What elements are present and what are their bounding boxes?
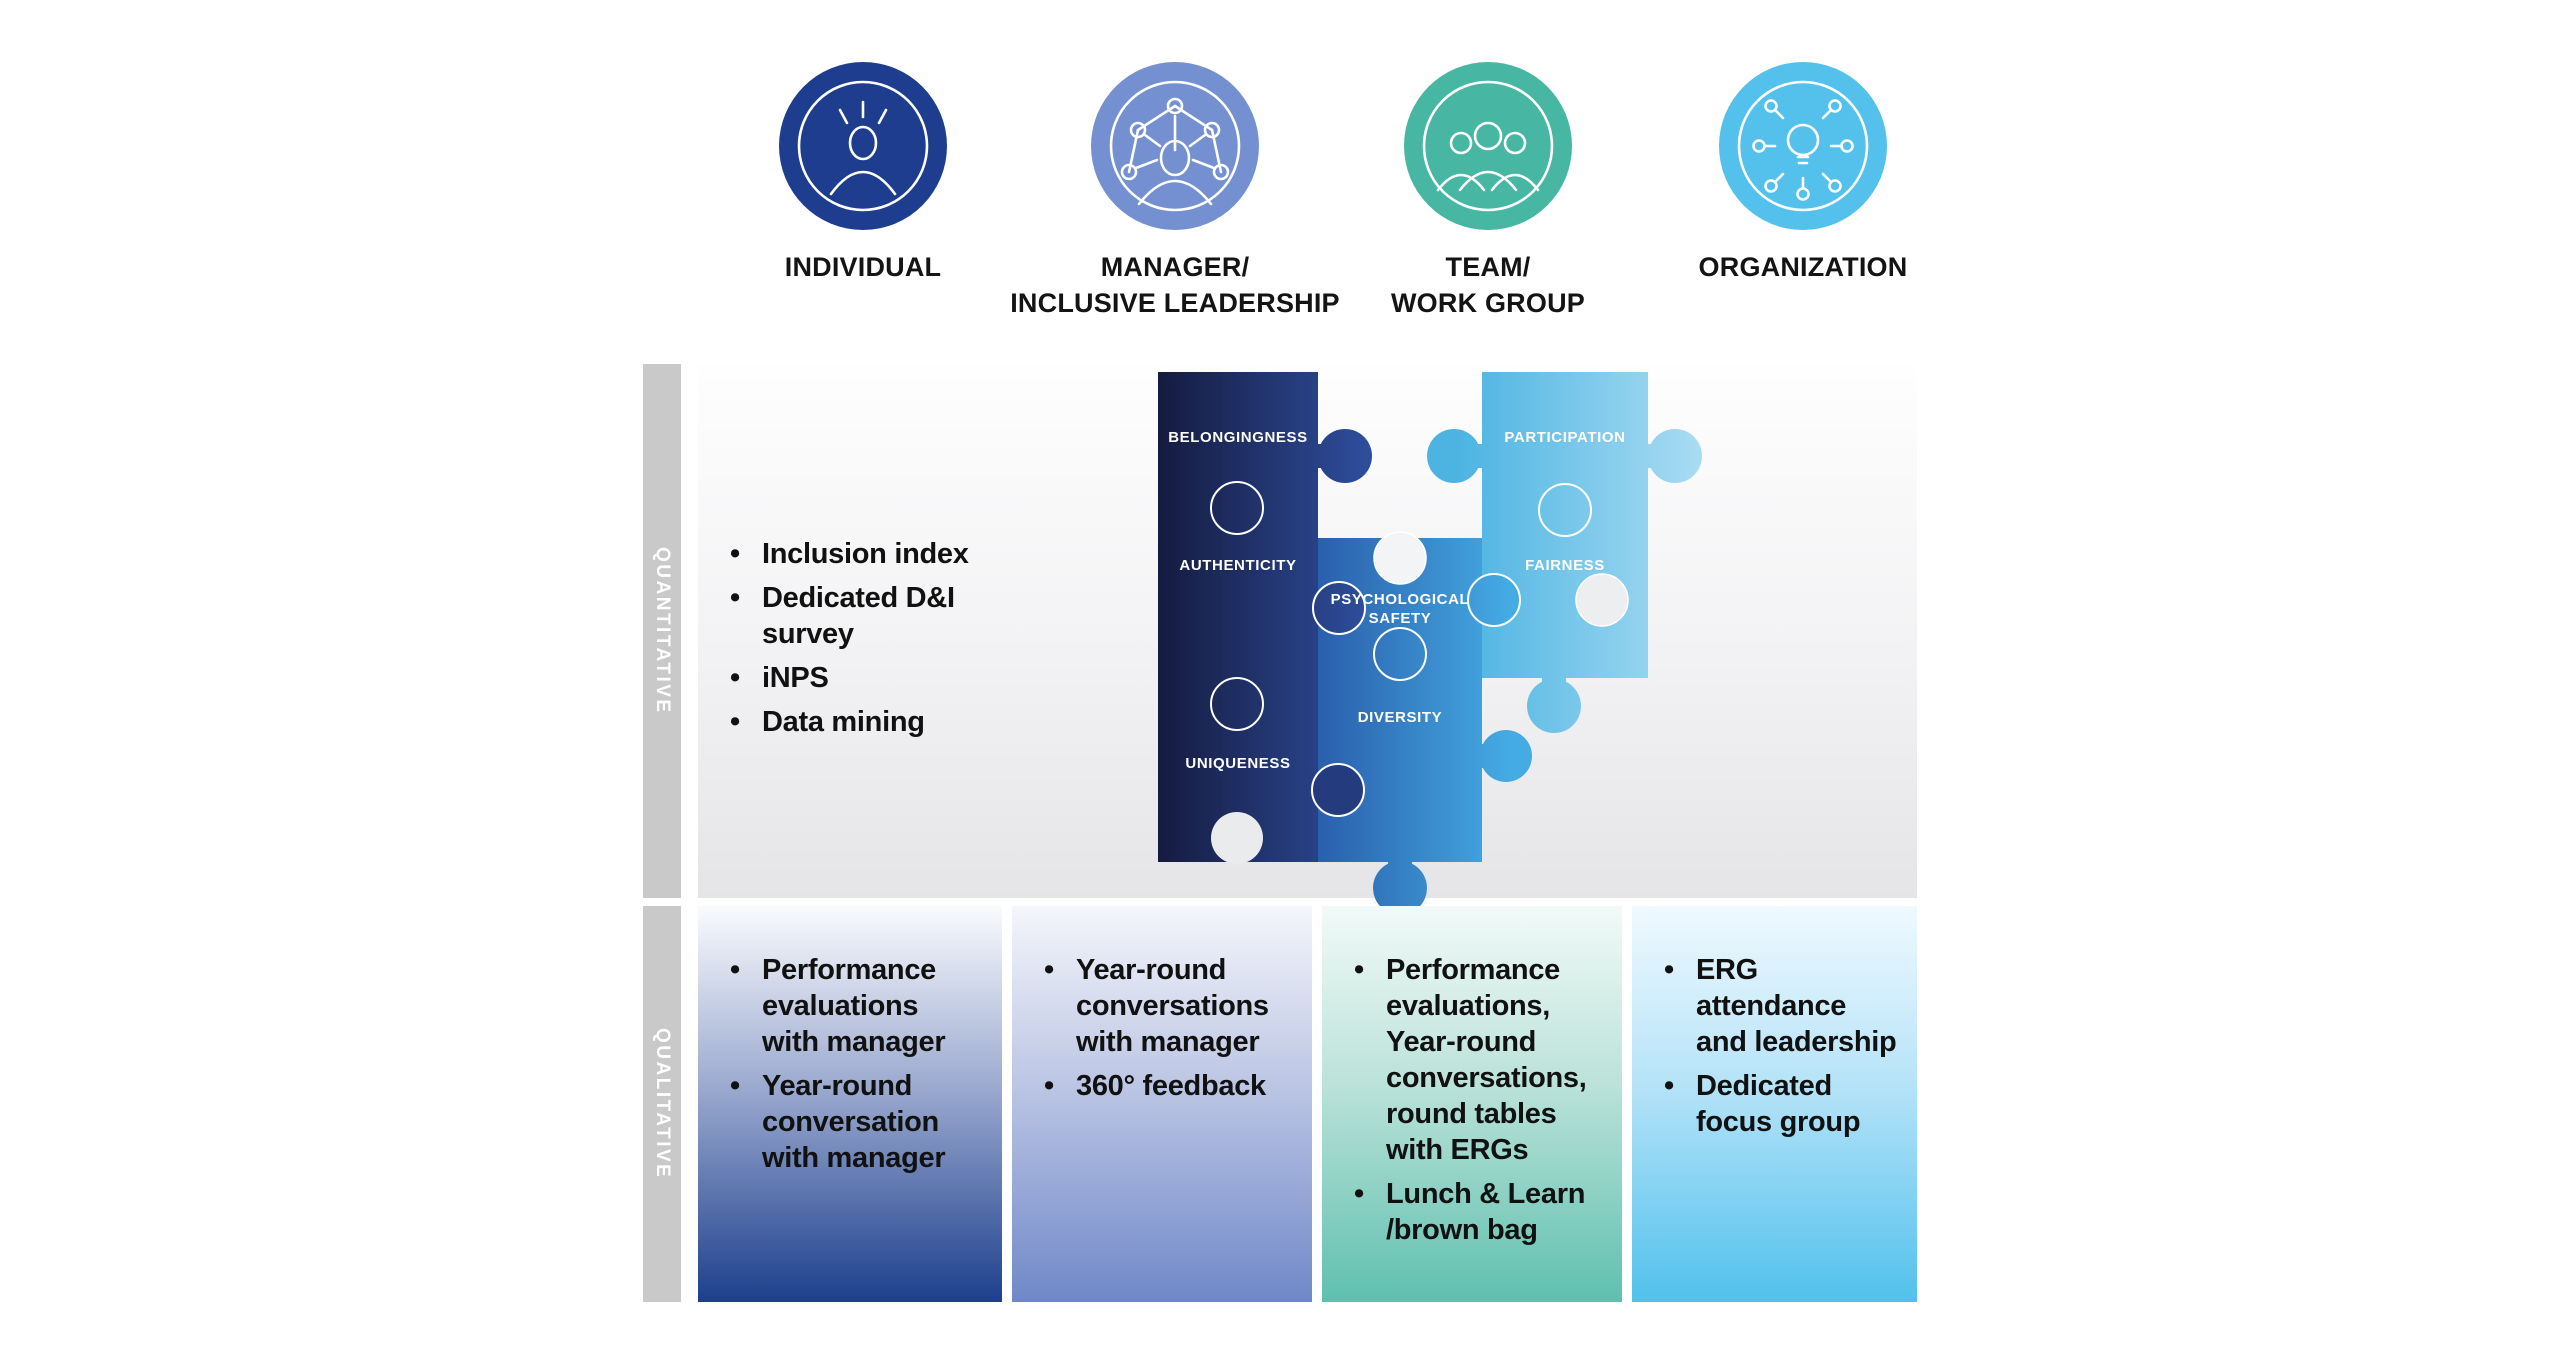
- quantitative-row-label-text: QUANTITATIVE: [652, 547, 673, 715]
- puzzle-pieces-art: [1158, 372, 1702, 915]
- qualitative-column-organization: ERG attendance and leadership Dedicated …: [1632, 906, 1917, 1302]
- level-label-team: TEAM/WORK GROUP: [1391, 252, 1585, 318]
- puzzle-piece-participation: PARTICIPATION: [1504, 429, 1626, 446]
- list-item: Performance evaluations with manager: [728, 952, 978, 1060]
- qualitative-row-label-text: QUALITATIVE: [652, 1028, 673, 1180]
- puzzle-piece-authenticity: AUTHENTICITY: [1179, 557, 1297, 574]
- list-item: Lunch & Learn /brown bag: [1352, 1176, 1602, 1248]
- inclusion-puzzle-graphic: BELONGINGNESS PARTICIPATION AUTHENTICITY…: [1140, 360, 1720, 950]
- list-item: Year-round conversations with manager: [1042, 952, 1292, 1060]
- level-label-manager: MANAGER/INCLUSIVE LEADERSHIP: [1010, 252, 1340, 318]
- qualitative-column-team: Performance evaluations, Year-round conv…: [1322, 906, 1622, 1302]
- individual-person-icon: [779, 62, 947, 230]
- list-item: ERG attendance and leadership: [1662, 952, 1912, 1060]
- qualitative-bullet-list: ERG attendance and leadership Dedicated …: [1662, 952, 1912, 1148]
- puzzle-piece-belongingness: BELONGINGNESS: [1168, 429, 1308, 446]
- quantitative-bullet-list: Inclusion index Dedicated D&I survey iNP…: [728, 536, 1108, 748]
- puzzle-piece-diversity: DIVERSITY: [1357, 709, 1443, 726]
- puzzle-piece-uniqueness: UNIQUENESS: [1185, 755, 1291, 772]
- qualitative-bullet-list: Performance evaluations with manager Yea…: [728, 952, 978, 1184]
- level-label-organization: ORGANIZATION: [1698, 252, 1908, 282]
- organization-lightbulb-icon: [1719, 62, 1887, 230]
- qualitative-column-individual: Performance evaluations with manager Yea…: [698, 906, 1002, 1302]
- team-people-icon: [1404, 62, 1572, 230]
- puzzle-piece-fairness: FAIRNESS: [1525, 557, 1605, 574]
- qualitative-bullet-list: Performance evaluations, Year-round conv…: [1352, 952, 1602, 1256]
- list-item: Dedicated D&I survey: [728, 580, 1108, 652]
- list-item: Year-round conversation with manager: [728, 1068, 978, 1176]
- list-item: Data mining: [728, 704, 1108, 740]
- qualitative-bullet-list: Year-round conversations with manager 36…: [1042, 952, 1292, 1112]
- puzzle-piece-psychological-safety: PSYCHOLOGICAL SAFETY: [1330, 591, 1470, 627]
- manager-network-icon: [1091, 62, 1259, 230]
- list-item: 360° feedback: [1042, 1068, 1292, 1104]
- list-item: iNPS: [728, 660, 1108, 696]
- level-label-individual: INDIVIDUAL: [784, 252, 942, 282]
- list-item: Performance evaluations, Year-round conv…: [1352, 952, 1602, 1168]
- list-item: Dedicated focus group: [1662, 1068, 1912, 1140]
- qualitative-column-manager: Year-round conversations with manager 36…: [1012, 906, 1312, 1302]
- qualitative-row-label: QUALITATIVE: [643, 906, 681, 1302]
- list-item: Inclusion index: [728, 536, 1108, 572]
- quantitative-row-label: QUANTITATIVE: [643, 364, 681, 898]
